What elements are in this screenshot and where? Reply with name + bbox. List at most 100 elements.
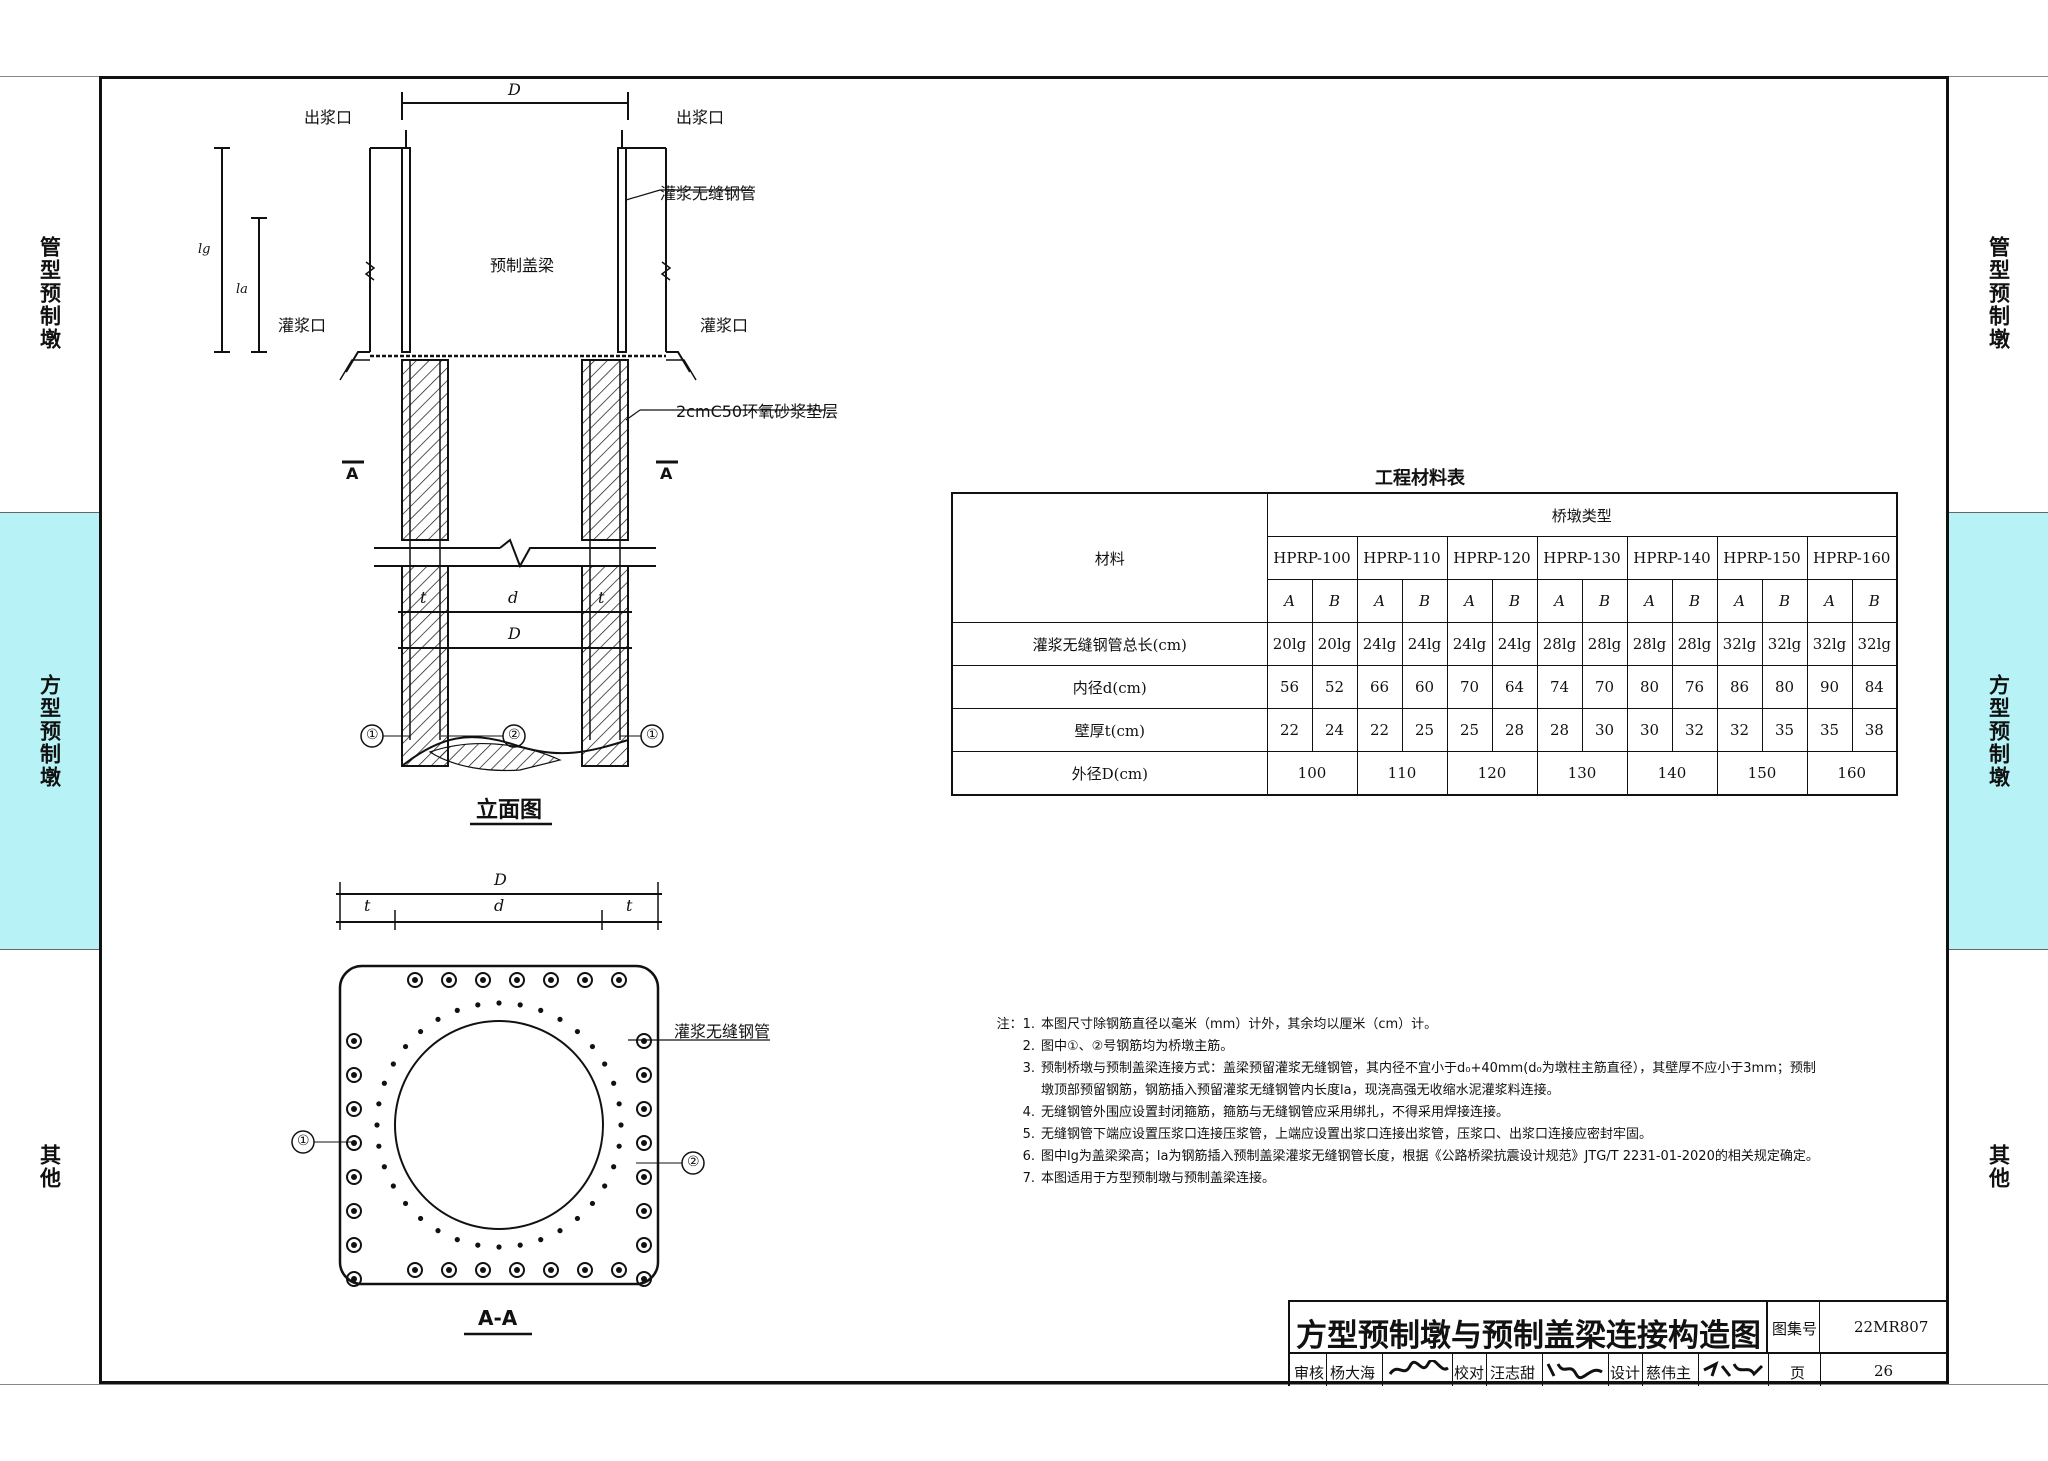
table-cell: 24lg (1356, 622, 1403, 666)
section-dim-d: d (494, 896, 505, 915)
rebar-1-core (582, 1267, 588, 1273)
rebar-2 (538, 1237, 544, 1243)
rebar-1-core (351, 1276, 357, 1282)
section-grout-pipe-label: 灌浆无缝钢管 (674, 1022, 771, 1041)
margin-rule-bottom (0, 1384, 2048, 1385)
rebar-2 (557, 1016, 563, 1022)
note-item: 3. 预制桥墩与预制盖梁连接方式：盖梁预留灌浆无缝钢管，其内径不宜小于d₀+40m… (993, 1058, 1819, 1080)
rebar-1 (346, 1067, 362, 1083)
rebar-1 (346, 1203, 362, 1219)
table-cell: 20lg (1266, 622, 1313, 666)
atlas-number: 22MR807 (1854, 1318, 1929, 1336)
rebar-2 (417, 1215, 424, 1222)
page-label: 页 (1790, 1364, 1806, 1382)
marker-1-left: ① (366, 727, 379, 743)
table-cell: 28 (1536, 708, 1583, 752)
rebar-1-core (641, 1072, 647, 1078)
inlet-label-right: 灌浆口 (700, 316, 749, 335)
variant-cell: A (1626, 579, 1673, 623)
table-cell: 30 (1581, 708, 1628, 752)
variant-cell: A (1356, 579, 1403, 623)
rebar-1-core (351, 1106, 357, 1112)
table-cell: 24 (1311, 708, 1358, 752)
pier-type-cell: HPRP-100 (1266, 536, 1358, 580)
material-header-cell: 材料 (951, 492, 1268, 623)
rebar-1 (346, 1271, 362, 1287)
row-label: 外径D(cm) (951, 751, 1268, 796)
rebar-1 (346, 1033, 362, 1049)
table-cell: 28lg (1581, 622, 1628, 666)
rebar-1-core (514, 1267, 520, 1273)
table-cell: 22 (1356, 708, 1403, 752)
rebar-1 (636, 1271, 652, 1287)
rebar-1 (636, 1101, 652, 1117)
variant-cell: A (1716, 579, 1763, 623)
table-cell: 24lg (1401, 622, 1448, 666)
side-tab-left-3: 其他 (0, 950, 99, 1384)
variant-cell: B (1761, 579, 1808, 623)
table-cell: 22 (1266, 708, 1313, 752)
note-text: 墩顶部预留钢筋，钢筋插入预留灌浆无缝钢管内长度la，现浇高强无收缩水泥灌浆料连接… (1041, 1083, 1560, 1098)
row-label: 灌浆无缝钢管总长(cm) (951, 622, 1268, 666)
note-item: 4.无缝钢管外围应设置封闭箍筋，箍筋与无缝钢管应采用绑扎，不得采用焊接连接。 (993, 1102, 1819, 1124)
marker-2: ② (508, 727, 521, 743)
rebar-1 (509, 972, 525, 988)
rebar-2 (517, 1242, 523, 1248)
outlet-label-right: 出浆口 (676, 108, 725, 127)
section-mark-right: A (660, 464, 673, 483)
note-item: 2.图中①、②号钢筋均为桥墩主筋。 (993, 1036, 1819, 1058)
rebar-2 (435, 1016, 441, 1022)
note-text: 图中lg为盖梁梁高；la为钢筋插入预制盖梁灌浆无缝钢管长度，根据《公路桥梁抗震设… (1041, 1149, 1819, 1164)
variant-cell: A (1536, 579, 1583, 623)
checker-signature (1546, 1360, 1606, 1380)
grout-pipe-right (617, 147, 627, 353)
table-cell: 80 (1626, 665, 1673, 709)
rebar-2 (376, 1143, 382, 1149)
table-cell: 32lg (1851, 622, 1898, 666)
table-cell: 80 (1761, 665, 1808, 709)
section-marker-2: ② (687, 1154, 700, 1170)
dim-D: D (508, 624, 521, 643)
rebar-1-core (351, 1072, 357, 1078)
side-tab-label: 其他 (37, 1144, 62, 1190)
rebar-2 (475, 1002, 481, 1008)
side-tab-label: 方型预制墩 (1986, 673, 2011, 789)
rebar-1-core (446, 1267, 452, 1273)
table-cell: 56 (1266, 665, 1313, 709)
pier-type-cell: HPRP-160 (1806, 536, 1898, 580)
rebar-2 (538, 1007, 544, 1013)
rebar-1 (577, 972, 593, 988)
note-number: 4. (1022, 1105, 1035, 1120)
checker-name: 汪志甜 (1490, 1364, 1536, 1382)
rebar-1-core (548, 977, 554, 983)
rebar-2 (602, 1183, 608, 1189)
table-cell: 90 (1806, 665, 1853, 709)
table-cell: 35 (1806, 708, 1853, 752)
variant-cell: B (1851, 579, 1898, 623)
rebar-2 (390, 1061, 396, 1067)
variant-cell: A (1446, 579, 1493, 623)
mortar-layer-label: 2cmC50环氧砂浆垫层 (676, 402, 839, 421)
pier-type-header: 桥墩类型 (1266, 492, 1898, 537)
rebar-1-core (641, 1106, 647, 1112)
rebar-2 (374, 1122, 380, 1128)
section-caption: A-A (478, 1306, 518, 1330)
rebar-1 (636, 1203, 652, 1219)
rebar-1-core (480, 977, 486, 983)
note-number: 注：1. (996, 1017, 1035, 1032)
note-text: 预制桥墩与预制盖梁连接方式：盖梁预留灌浆无缝钢管，其内径不宜小于d₀+40mm(… (1041, 1061, 1816, 1076)
notes-block: 注：1.本图尺寸除钢筋直径以毫米（mm）计外，其余均以厘米（cm）计。2.图中①… (993, 1014, 1819, 1190)
rebar-2 (475, 1242, 481, 1248)
rebar-2 (602, 1061, 608, 1067)
table-cell: 74 (1536, 665, 1583, 709)
note-item: 6.图中lg为盖梁梁高；la为钢筋插入预制盖梁灌浆无缝钢管长度，根据《公路桥梁抗… (993, 1146, 1819, 1168)
rebar-1-core (480, 1267, 486, 1273)
rebar-2 (557, 1228, 563, 1234)
elevation-caption: 立面图 (476, 798, 543, 823)
note-number: 3. (1022, 1061, 1035, 1076)
table-cell: 150 (1716, 751, 1808, 796)
table-cell: 120 (1446, 751, 1538, 796)
rebar-1 (636, 1237, 652, 1253)
